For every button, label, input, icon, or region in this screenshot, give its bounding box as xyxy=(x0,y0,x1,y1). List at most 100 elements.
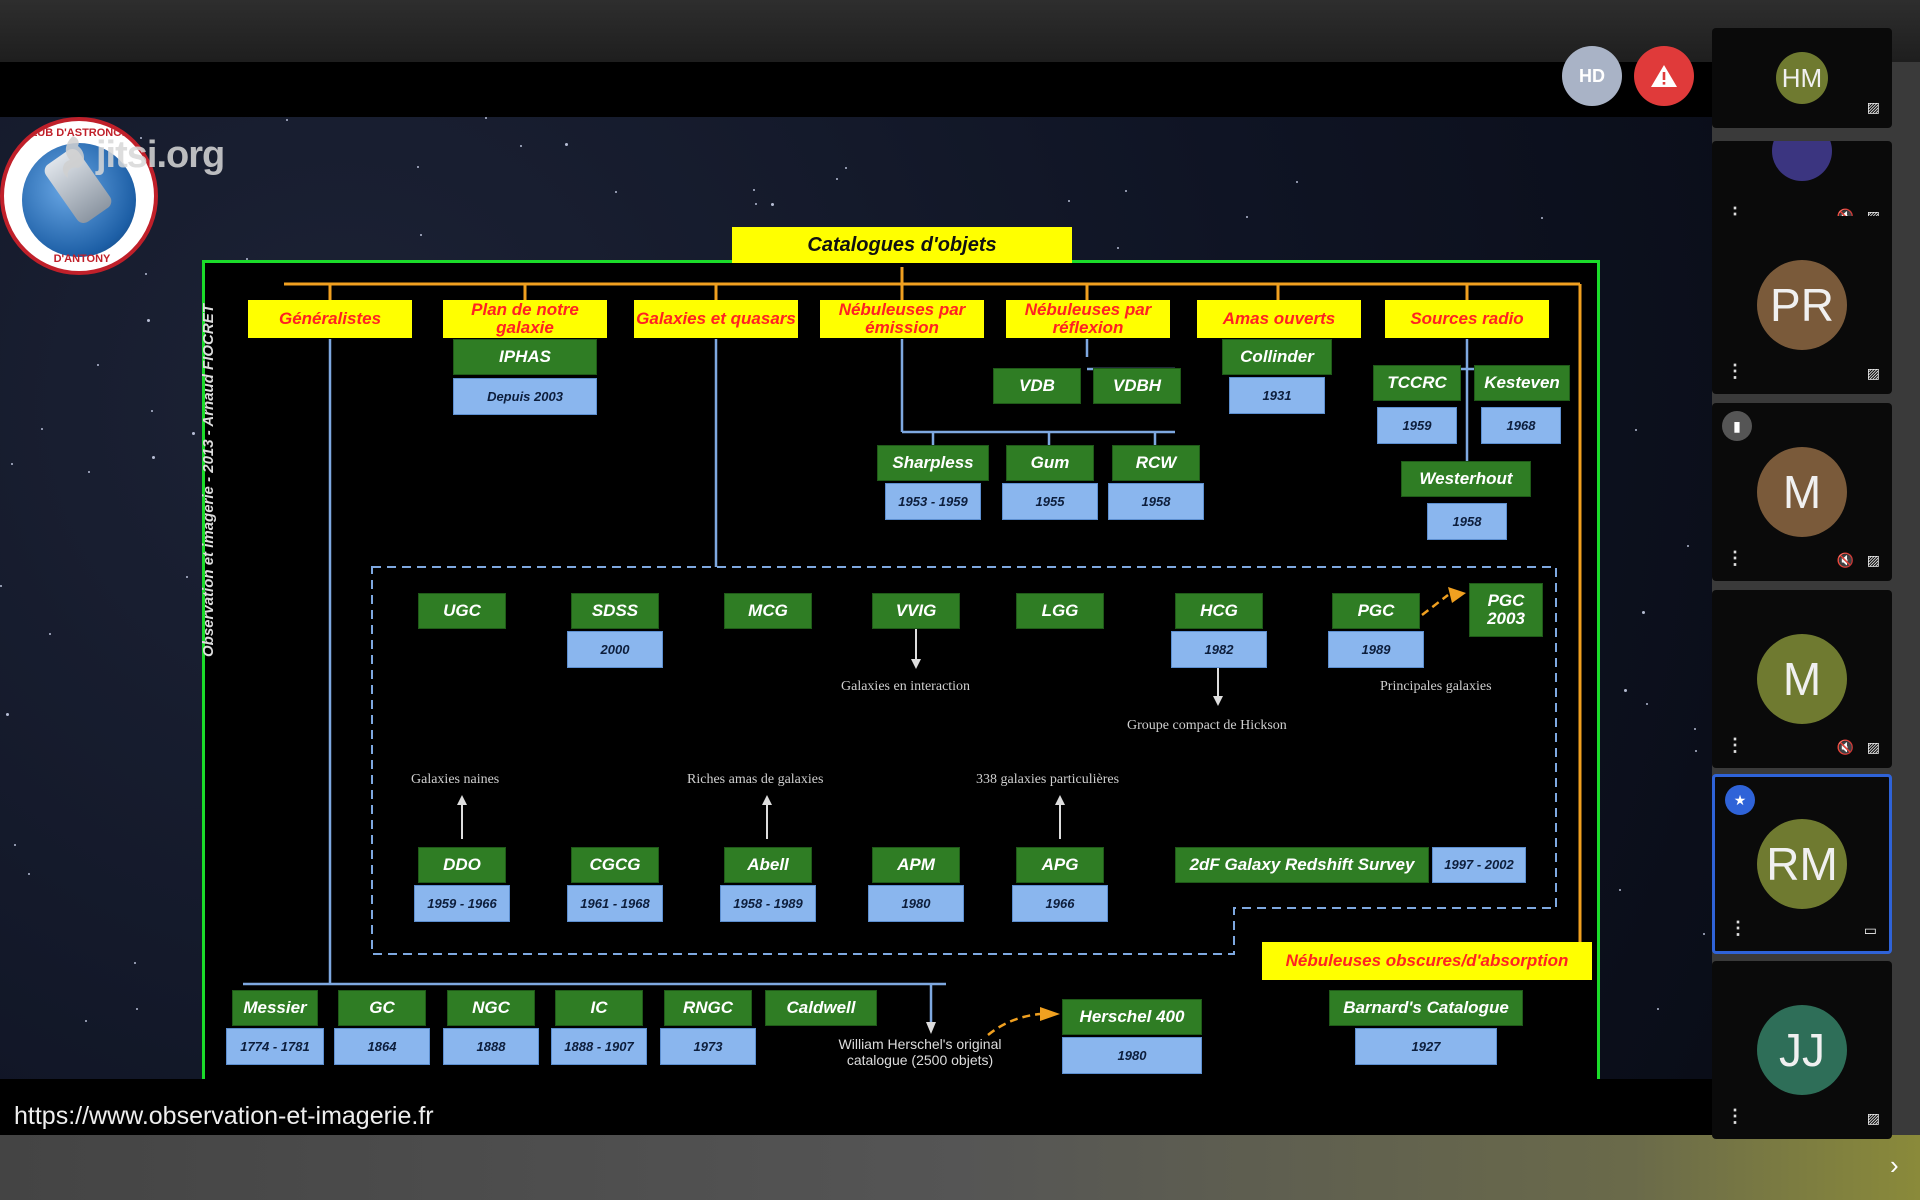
catalog-sdss-date: 2000 xyxy=(567,631,663,668)
catalog-rcw: RCW xyxy=(1112,445,1200,481)
catalog-iphas-date: Depuis 2003 xyxy=(453,378,597,415)
camera-off-icon: ▨ xyxy=(1866,365,1880,381)
participant-menu-icon[interactable]: ⋮ xyxy=(1726,361,1744,381)
catalog-collinder: Collinder xyxy=(1222,339,1332,375)
participant-tile[interactable]: M⋮🔇▨▮ xyxy=(1712,403,1892,581)
url-overlay: https://www.observation-et-imagerie.fr xyxy=(14,1102,434,1130)
note-particulieres: 338 galaxies particulières xyxy=(976,772,1120,787)
background-star xyxy=(485,117,487,119)
note-riches: Riches amas de galaxies xyxy=(687,772,824,787)
background-star xyxy=(1125,190,1127,192)
catalog-collinder-date: 1931 xyxy=(1229,377,1325,414)
cat-nebuleuses-emission: Nébuleuses par émission xyxy=(820,300,984,338)
catalog-herschel-400-date: 1980 xyxy=(1062,1037,1202,1074)
background-star xyxy=(49,633,51,635)
catalog-gc-date: 1864 xyxy=(334,1028,430,1065)
background-star xyxy=(1541,217,1543,219)
participant-menu-icon[interactable]: ⋮ xyxy=(1726,548,1744,568)
catalog-vvig: VVIG xyxy=(872,593,960,629)
participant-avatar: M xyxy=(1757,634,1847,724)
participant-tile[interactable]: PR⋮▨ xyxy=(1712,216,1892,394)
catalog-kesteven-date: 1968 xyxy=(1481,407,1561,444)
camera-off-icon: ▨ xyxy=(1866,552,1880,568)
catalog-hcg-date: 1982 xyxy=(1171,631,1267,668)
cat-nebuleuses-obscures: Nébuleuses obscures/d'absorption xyxy=(1262,942,1592,980)
toggle-filmstrip-chevron-icon[interactable]: › xyxy=(1890,1150,1899,1180)
note-naines: Galaxies naines xyxy=(411,772,500,787)
participant-tile[interactable]: M⋮🔇▨ xyxy=(1712,590,1892,768)
connection-warning-button[interactable] xyxy=(1634,46,1694,106)
participant-tile[interactable]: HM▨ xyxy=(1712,28,1892,128)
catalog-ngc-date: 1888 xyxy=(443,1028,539,1065)
mic-off-icon: 🔇 xyxy=(1836,552,1854,568)
background-star xyxy=(192,432,195,435)
catalog-ngc: NGC xyxy=(447,990,535,1026)
club-logo-top-text: CLUB D'ASTRONOMIE xyxy=(22,127,142,139)
background-star xyxy=(134,962,136,964)
catalog-westerhout: Westerhout xyxy=(1401,461,1531,497)
catalog-gum: Gum xyxy=(1006,445,1094,481)
background-star xyxy=(1657,1008,1659,1010)
catalog-abell-date: 1958 - 1989 xyxy=(720,885,816,922)
background-star xyxy=(11,463,13,465)
background-star xyxy=(151,410,153,412)
participant-tile[interactable]: JJ⋮▨ xyxy=(1712,961,1892,1139)
background-star xyxy=(1642,611,1645,614)
catalog-ic-date: 1888 - 1907 xyxy=(551,1028,647,1065)
background-star xyxy=(565,143,568,146)
catalog-cgcg: CGCG xyxy=(571,847,659,883)
participant-avatar: RM xyxy=(1757,819,1847,909)
warning-icon xyxy=(1651,65,1677,87)
cat-nebuleuses-reflexion: Nébuleuses par réflexion xyxy=(1006,300,1170,338)
catalog-ic: IC xyxy=(555,990,643,1026)
participant-avatar: HM xyxy=(1776,52,1828,104)
background-star xyxy=(0,585,2,587)
background-star xyxy=(14,844,16,846)
background-star xyxy=(417,166,419,168)
background-star xyxy=(1246,216,1248,218)
participants-rail: HM▨⋮🔇▨PR⋮▨M⋮🔇▨▮M⋮🔇▨RM⋮▭★JJ⋮▨ xyxy=(1712,28,1902,1140)
participant-menu-icon[interactable]: ⋮ xyxy=(1726,735,1744,755)
participant-avatar xyxy=(1772,141,1832,181)
participant-menu-icon[interactable]: ⋮ xyxy=(1726,1106,1744,1126)
cat-amas-ouverts: Amas ouverts xyxy=(1197,300,1361,338)
participant-tile[interactable]: RM⋮▭★ xyxy=(1712,774,1892,954)
catalog-sharpless: Sharpless xyxy=(877,445,989,481)
background-star xyxy=(246,258,248,260)
participant-menu-icon[interactable]: ⋮ xyxy=(1729,918,1747,938)
cat-generalistes: Généralistes xyxy=(248,300,412,338)
background-star xyxy=(152,456,155,459)
catalog-mcg: MCG xyxy=(724,593,812,629)
catalog-rcw-date: 1958 xyxy=(1108,483,1204,520)
catalog-apm: APM xyxy=(872,847,960,883)
jitsi-brand-text: jitsi.org xyxy=(96,134,225,177)
background-star xyxy=(771,203,774,206)
background-star xyxy=(1624,689,1627,692)
diagram-title: Catalogues d'objets xyxy=(732,227,1072,263)
background-star xyxy=(1694,728,1696,730)
background-star xyxy=(28,873,30,875)
catalog-pgc-date: 1989 xyxy=(1328,631,1424,668)
catalog-westerhout-date: 1958 xyxy=(1427,503,1507,540)
cat-plan-galaxie: Plan de notre galaxie xyxy=(443,300,607,338)
background-star xyxy=(41,428,43,430)
club-logo-bottom-text: D'ANTONY xyxy=(53,253,111,265)
catalog-tccrc-date: 1959 xyxy=(1377,407,1457,444)
catalog-messier-date: 1774 - 1781 xyxy=(226,1028,324,1065)
cat-sources-radio: Sources radio xyxy=(1385,300,1549,338)
catalog-ddo-date: 1959 - 1966 xyxy=(414,885,510,922)
background-star xyxy=(1619,889,1621,891)
note-herschel: William Herschel's original catalogue (2… xyxy=(838,1036,1002,1068)
jitsi-logo-icon xyxy=(62,136,84,178)
catalog-barnard-date: 1927 xyxy=(1355,1028,1497,1065)
presentation-slide: CLUB D'ASTRONOMIE D'ANTONY xyxy=(0,117,1712,1079)
mic-off-icon: 🔇 xyxy=(1836,739,1854,755)
catalog-barnard: Barnard's Catalogue xyxy=(1329,990,1523,1026)
background-star xyxy=(1296,181,1298,183)
screen-share-icon: ▭ xyxy=(1863,922,1877,938)
catalog-caldwell: Caldwell xyxy=(765,990,877,1026)
video-quality-button[interactable]: HD xyxy=(1562,46,1622,106)
catalog-gc: GC xyxy=(338,990,426,1026)
shared-screen-stage: CLUB D'ASTRONOMIE D'ANTONY xyxy=(0,62,1712,1135)
catalog-2df-date: 1997 - 2002 xyxy=(1432,847,1526,883)
